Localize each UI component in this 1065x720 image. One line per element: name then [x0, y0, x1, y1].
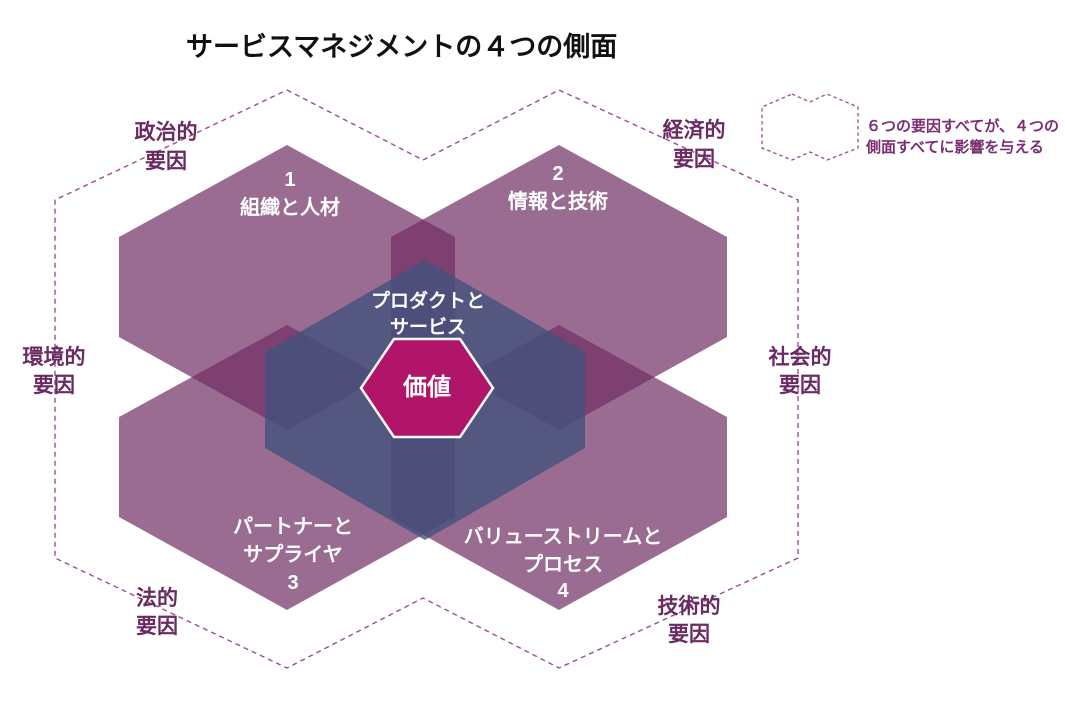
factor-line1: 法的	[136, 586, 178, 610]
dimension-label-line1: パートナーと	[233, 515, 353, 538]
factor-label-environmental: 環境的 要因	[23, 345, 86, 397]
diagram-title: サービスマネジメントの４つの側面	[186, 32, 617, 62]
label-organizations-people: 1 組織と人材	[240, 169, 340, 219]
label-information-technology: 2 情報と技術	[508, 163, 608, 213]
legend-text-line1: ６つの要因すべてが、４つの	[866, 117, 1059, 135]
factor-line2: 要因	[136, 615, 178, 638]
factor-label-social: 社会的 要因	[768, 345, 832, 397]
factor-label-legal: 法的 要因	[136, 586, 178, 638]
label-products-services: プロダクトと サービス	[371, 289, 485, 338]
dimension-label-line2: サプライヤ	[243, 543, 342, 566]
dimension-number: 3	[287, 572, 298, 594]
products-services-line2: サービス	[390, 316, 466, 338]
factor-line2: 要因	[668, 623, 710, 646]
label-value-streams-processes: バリューストリームと プロセス 4	[464, 525, 662, 602]
dimension-label-line1: バリューストリームと	[464, 525, 662, 548]
factor-line1: 環境的	[23, 345, 86, 369]
dimension-label-line2: プロセス	[523, 553, 603, 576]
value-hexagon	[359, 337, 495, 439]
dimension-number: 2	[552, 163, 563, 185]
dimension-label: 組織と人材	[240, 195, 340, 219]
factor-line2: 要因	[673, 148, 715, 171]
value-label: 価値	[402, 374, 451, 401]
dimension-number: 1	[284, 169, 295, 191]
label-partners-suppliers: パートナーと サプライヤ 3	[233, 515, 353, 594]
factor-label-economic: 経済的 要因	[663, 118, 726, 171]
legend: ６つの要因すべてが、４つの 側面すべてに影響を与える	[761, 93, 1059, 161]
factor-line2: 要因	[33, 374, 75, 397]
dimension-number: 4	[557, 580, 569, 602]
factor-line2: 要因	[779, 374, 821, 397]
dashed-double-hexagon-outline-icon	[761, 93, 859, 161]
factor-label-technological: 技術的 要因	[658, 594, 721, 646]
dimension-label: 情報と技術	[508, 189, 608, 213]
factor-line1: 技術的	[658, 594, 721, 618]
products-services-line1: プロダクトと	[371, 289, 485, 312]
external-factors-dashed-outline	[54, 89, 799, 669]
factor-line1: 社会的	[768, 345, 832, 369]
factor-line1: 経済的	[663, 118, 726, 142]
factor-line1: 政治的	[135, 120, 198, 144]
factor-label-political: 政治的 要因	[135, 120, 198, 173]
factor-line2: 要因	[145, 150, 187, 173]
legend-text-line2: 側面すべてに影響を与える	[865, 138, 1044, 156]
